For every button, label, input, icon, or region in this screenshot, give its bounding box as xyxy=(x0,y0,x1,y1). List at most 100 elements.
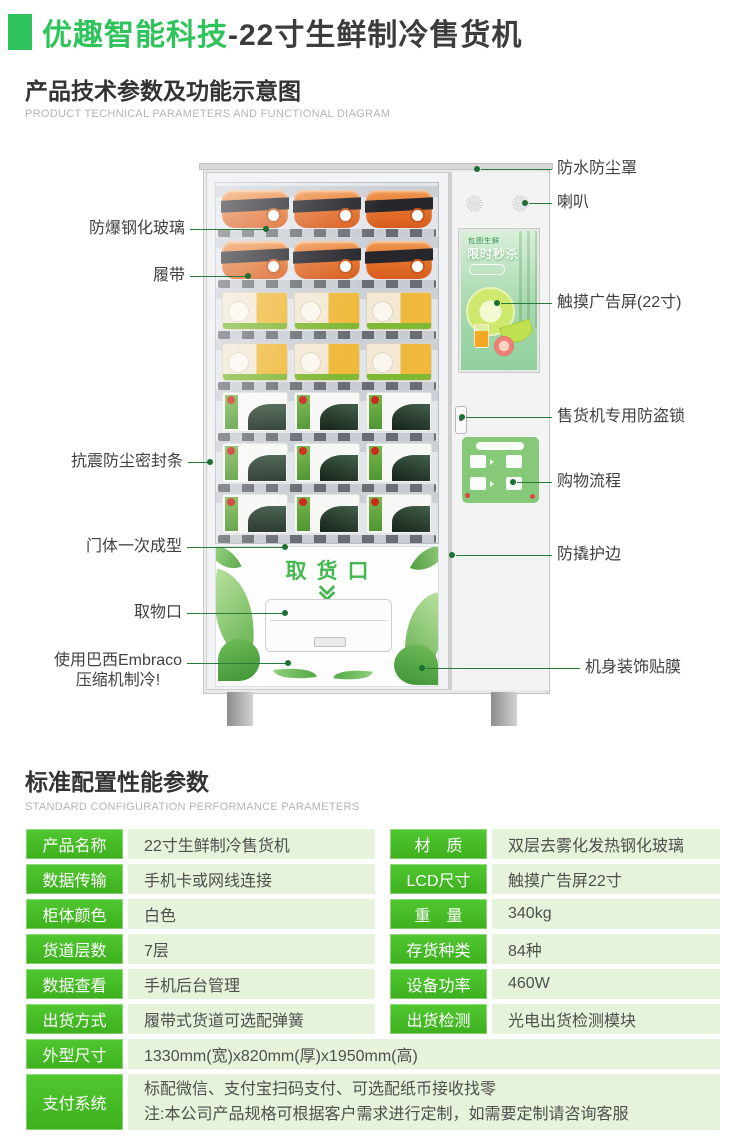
spec-value: 标配微信、支付宝扫码支付、可选配纸币接收找零注:本公司产品规格可根据客户需求进行… xyxy=(128,1074,720,1130)
spec-label: 出货方式 xyxy=(26,1004,123,1034)
column-gap xyxy=(375,864,390,894)
strawberry-decoration xyxy=(465,493,470,498)
callout-line xyxy=(501,303,552,304)
product-art xyxy=(225,446,238,480)
scan-pay-step-icon xyxy=(506,455,522,468)
soup-box-yellow xyxy=(294,292,360,330)
callout-label: 抗震防尘密封条 xyxy=(70,453,183,470)
spec-label: 数据传输 xyxy=(26,864,123,894)
drawer-seam xyxy=(270,620,387,621)
spec-label: 数据查看 xyxy=(26,969,123,999)
hotpot-bowl-orange xyxy=(221,190,289,228)
spec-label: 重 量 xyxy=(390,899,487,929)
product-art xyxy=(248,404,286,430)
product-art xyxy=(320,404,358,430)
product-art xyxy=(367,374,431,380)
callout-label: 机身装饰贴膜 xyxy=(585,659,682,676)
callout-line xyxy=(187,663,288,664)
pickup-door-panel: 取货口 xyxy=(215,546,439,687)
brand-accent-square xyxy=(8,14,32,50)
callout-label: 门体一次成型 xyxy=(85,538,182,555)
product-art xyxy=(320,506,358,532)
callout-label: 触摸广告屏(22寸) xyxy=(557,294,682,311)
page-title: 优趣智能科技-22寸生鲜制冷售货机 xyxy=(42,10,522,54)
callout-label: 喇叭 xyxy=(557,194,590,211)
callout-dot xyxy=(510,479,516,485)
spec-value-line: 注:本公司产品规格可根据客户需求进行定制，如需要定制请咨询客服 xyxy=(144,1106,629,1123)
machine-foot xyxy=(491,692,517,726)
spec-value: 340kg xyxy=(492,899,720,929)
callout-label: 防爆钢化玻璃 xyxy=(88,220,185,237)
product-art xyxy=(248,506,286,532)
shelf-row xyxy=(216,237,438,288)
anti-theft-lock[interactable] xyxy=(455,406,467,434)
product-art xyxy=(338,259,353,274)
callout-label: 使用巴西Embraco 压缩机制冷! xyxy=(53,652,182,689)
spec-label: 存货种类 xyxy=(390,934,487,964)
spec-label: 支付系统 xyxy=(26,1074,123,1130)
spec-label: 设备功率 xyxy=(390,969,487,999)
section1-subheading: PRODUCT TECHNICAL PARAMETERS AND FUNCTIO… xyxy=(25,108,391,120)
spec-value: 手机后台管理 xyxy=(128,969,375,999)
spec-value: 白色 xyxy=(128,899,375,929)
door-panel-divider xyxy=(449,172,452,690)
callout-dot xyxy=(282,610,288,616)
dumpling-box-green xyxy=(366,392,432,432)
dumpling-box-green xyxy=(366,494,432,534)
fern-leaf-decoration xyxy=(333,666,373,684)
conveyor-belt xyxy=(218,331,436,339)
shelf-row xyxy=(216,390,438,441)
product-art xyxy=(223,374,287,380)
soup-box-yellow xyxy=(222,292,288,330)
pickup-drawer[interactable] xyxy=(265,599,392,652)
dumpling-box-green xyxy=(294,443,360,483)
product-art xyxy=(410,259,425,274)
poster-headline: 限时秒杀 xyxy=(467,247,520,261)
conveyor-belt xyxy=(218,280,436,288)
soup-box-yellow xyxy=(222,343,288,381)
monstera-leaf-decoration xyxy=(394,645,438,685)
callout-line xyxy=(187,547,285,548)
callout-label: 防撬护边 xyxy=(557,546,622,563)
product-shelves-window xyxy=(215,182,439,544)
conveyor-belt xyxy=(218,535,436,543)
hotpot-bowl-orange xyxy=(221,241,289,279)
spec-value-line: 标配微信、支付宝扫码支付、可选配纸币接收找零 xyxy=(144,1081,497,1098)
spec-value-line: 1330mm(宽)x820mm(厚)x1950mm(高) xyxy=(144,1048,418,1065)
callout-dot xyxy=(522,200,528,206)
poster-brand-text: 包图生鲜 xyxy=(468,238,500,245)
section1-heading: 产品技术参数及功能示意图 xyxy=(25,78,301,104)
product-name: -22寸生鲜制冷售货机 xyxy=(228,19,523,52)
shelf-row xyxy=(216,339,438,390)
callout-label: 售货机专用防盗锁 xyxy=(557,408,686,425)
product-art xyxy=(248,455,286,481)
callout-dot xyxy=(494,300,500,306)
dumpling-box-green xyxy=(222,392,288,432)
callout-line xyxy=(188,462,210,463)
conveyor-belt xyxy=(218,484,436,492)
product-art xyxy=(295,323,359,329)
drawer-handle[interactable] xyxy=(314,637,346,647)
column-gap xyxy=(375,899,390,929)
spec-label: 出货检测 xyxy=(390,1004,487,1034)
product-art xyxy=(297,497,310,531)
column-gap xyxy=(375,934,390,964)
dumpling-box-green xyxy=(222,443,288,483)
spec-value: 光电出货检测模块 xyxy=(492,1004,720,1034)
product-art xyxy=(338,208,353,223)
product-zone xyxy=(216,237,438,279)
spec-value: 1330mm(宽)x820mm(厚)x1950mm(高) xyxy=(128,1039,720,1069)
spec-value: 触摸广告屏22寸 xyxy=(492,864,720,894)
spec-value: 22寸生鲜制冷售货机 xyxy=(128,829,375,859)
spec-value: 7层 xyxy=(128,934,375,964)
spec-value: 手机卡或网线连接 xyxy=(128,864,375,894)
callout-line xyxy=(481,169,552,170)
spec-label: 柜体颜色 xyxy=(26,899,123,929)
soup-box-yellow xyxy=(294,343,360,381)
product-art xyxy=(369,446,382,480)
section2-subheading: STANDARD CONFIGURATION PERFORMANCE PARAM… xyxy=(25,801,360,813)
